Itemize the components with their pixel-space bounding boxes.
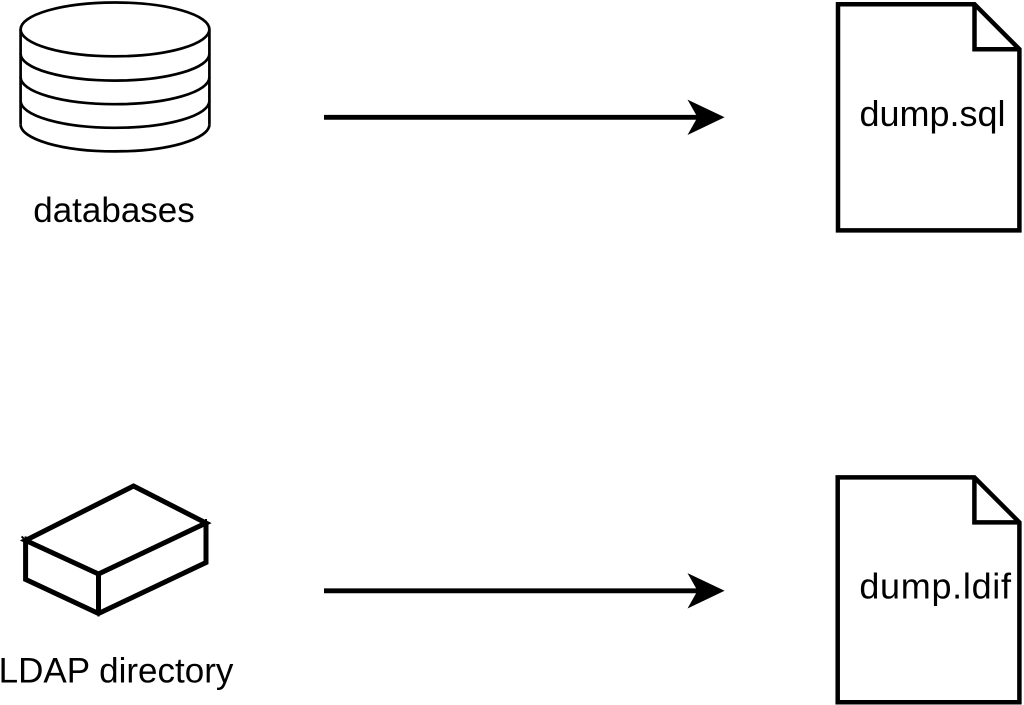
svg-text:databases: databases — [33, 191, 195, 230]
svg-text:dump.sql: dump.sql — [859, 93, 1005, 134]
svg-text:dump.ldif: dump.ldif — [859, 566, 1012, 607]
svg-text:LDAP directory: LDAP directory — [0, 652, 234, 691]
